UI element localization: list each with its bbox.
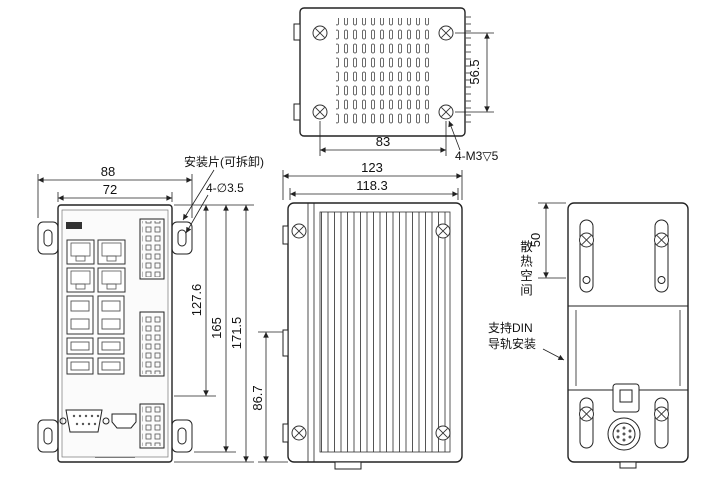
hole-diameter-note: 4-∅3.5 [206,181,244,195]
usb-port-stack [97,295,125,335]
vent-slot-grid [336,18,432,126]
front-view [37,204,193,463]
rear-view [567,202,689,469]
terminal-connector-bottom [139,403,165,449]
terminal-connector-mid [139,311,165,377]
top-view-dimensions [319,32,494,156]
brand-logo [66,222,82,229]
dim-side-body-depth: 118.3 [356,178,388,193]
rear-view-dimensions [538,202,566,361]
dim-front-mount-height: 165 [209,317,224,339]
dim-side-lower-height: 86.7 [250,385,265,410]
screw-hole [312,104,328,120]
usb-port-stack [66,295,94,335]
top-view [293,7,471,137]
dim-front-body-width: 72 [103,182,117,197]
hdmi-port [111,413,137,429]
top-fin-teeth [465,16,471,128]
ethernet-port [66,239,95,265]
usb-port [66,357,94,375]
bottom-vent-strip [95,452,135,458]
ethernet-port [66,267,95,293]
dim-top-height: 56.5 [467,59,482,84]
screw-hole [579,406,594,422]
screw-hole [291,223,307,239]
screw-hole [654,406,669,422]
speaker-grille [607,417,641,451]
din-clip-side [334,461,362,470]
din-note-line1: 支持DIN [488,320,533,335]
screw-hole [312,25,328,41]
usb-port [97,337,125,355]
dim-front-mid-height: 127.6 [189,284,204,317]
dim-rear-clearance: 50 [528,233,543,247]
screw-hole [438,104,454,120]
screw-hole [291,425,307,441]
usb-port [97,357,125,375]
thread-note: 4-M3▽5 [455,149,499,163]
ethernet-port [97,239,126,265]
terminal-connector-top [139,218,165,280]
din-latch [612,383,640,469]
screw-hole [435,223,451,239]
heatsink-fins [319,211,451,453]
screw-hole [435,425,451,441]
usb-port [66,337,94,355]
serial-port-db9 [59,409,110,433]
din-note-line2: 导轨安装 [488,336,536,351]
screw-hole [654,232,669,248]
screw-hole [438,25,454,41]
screw-hole [579,232,594,248]
mount-tab-note: 安装片(可拆卸) [184,154,264,169]
dim-front-overall-width: 88 [101,164,115,179]
dim-front-overall-height: 171.5 [229,317,244,350]
dim-top-width: 83 [376,134,390,149]
cooling-space-note: 散热空间 [518,240,532,298]
dim-side-overall-depth: 123 [361,160,383,175]
ethernet-port [97,267,126,293]
side-view-dimensions [258,170,463,463]
side-view [282,202,463,470]
front-view-dimensions [37,169,254,463]
